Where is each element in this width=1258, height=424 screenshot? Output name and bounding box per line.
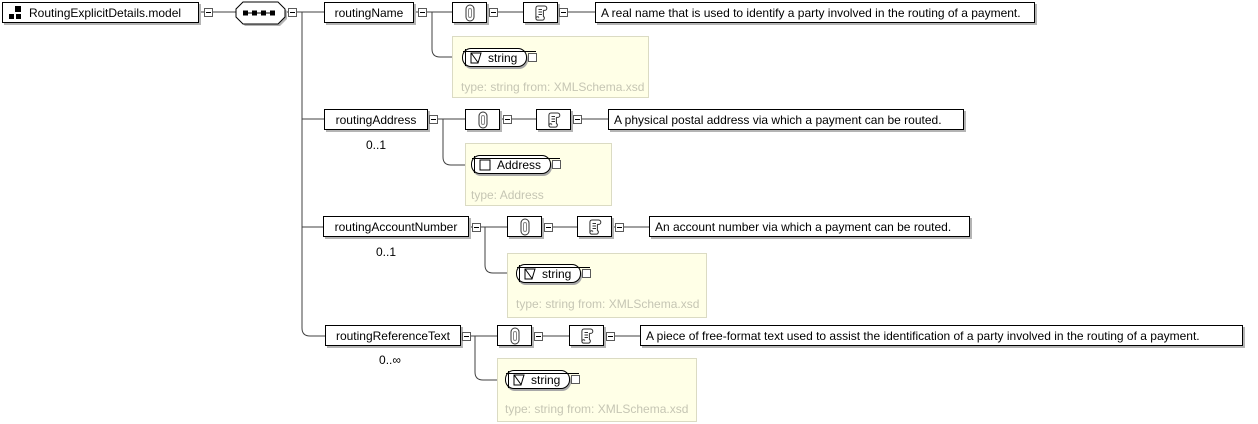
annotation-node[interactable] bbox=[507, 216, 542, 237]
element-label: routingReferenceText bbox=[335, 328, 451, 343]
type-panel bbox=[497, 358, 697, 422]
collapse-icon[interactable] bbox=[544, 223, 553, 232]
expand-icon[interactable] bbox=[552, 160, 562, 169]
collapse-icon[interactable] bbox=[462, 332, 471, 341]
sequence-dots-icon bbox=[243, 10, 275, 16]
collapse-icon[interactable] bbox=[489, 8, 498, 17]
sequence-indicator[interactable] bbox=[234, 0, 290, 28]
description-box[interactable]: A real name that is used to identify a p… bbox=[595, 2, 1035, 23]
type-caption: type: Address bbox=[471, 188, 544, 202]
type-pill-address[interactable]: Address bbox=[471, 155, 552, 174]
description-box[interactable]: A piece of free-format text used to assi… bbox=[640, 325, 1243, 346]
collapse-icon[interactable] bbox=[503, 115, 512, 124]
type-caption: type: string from: XMLSchema.xsd bbox=[505, 402, 689, 416]
type-panel bbox=[452, 36, 649, 98]
type-label: Address bbox=[497, 157, 542, 172]
type-panel bbox=[507, 253, 707, 318]
documentation-node[interactable] bbox=[536, 109, 571, 130]
collapse-icon[interactable] bbox=[615, 223, 624, 232]
type-caption: type: string from: XMLSchema.xsd bbox=[461, 80, 645, 94]
scroll-icon bbox=[588, 219, 601, 235]
type-pill-string[interactable]: string bbox=[505, 370, 571, 389]
annotation-node[interactable] bbox=[497, 325, 532, 346]
scroll-icon bbox=[534, 5, 547, 21]
element-label: routingAddress bbox=[335, 112, 417, 127]
type-label: string bbox=[488, 50, 518, 65]
occurrence-label: 0..1 bbox=[365, 138, 386, 152]
element-label: routingAccountNumber bbox=[334, 219, 458, 234]
type-label: string bbox=[531, 372, 561, 387]
type-pill-string[interactable]: string bbox=[462, 48, 528, 67]
annotation-node[interactable] bbox=[452, 2, 487, 23]
expand-icon[interactable] bbox=[571, 375, 581, 384]
collapse-icon[interactable] bbox=[418, 8, 427, 17]
expand-icon[interactable] bbox=[582, 269, 592, 278]
description-text: A real name that is used to identify a p… bbox=[601, 5, 1021, 20]
model-icon bbox=[9, 6, 22, 19]
type-label: string bbox=[542, 266, 572, 281]
expand-icon[interactable] bbox=[528, 53, 538, 62]
element-box-routing-address[interactable]: routingAddress bbox=[324, 109, 428, 130]
collapse-icon[interactable] bbox=[606, 332, 615, 341]
description-box[interactable]: A physical postal address via which a pa… bbox=[608, 109, 964, 130]
description-text: A piece of free-format text used to assi… bbox=[646, 328, 1200, 343]
simple-type-icon bbox=[524, 268, 536, 279]
collapse-icon[interactable] bbox=[288, 8, 297, 17]
description-text: An account number via which a payment ca… bbox=[655, 219, 952, 234]
occurrence-label: 0..∞ bbox=[379, 353, 401, 367]
root-model-box[interactable]: RoutingExplicitDetails.model bbox=[2, 2, 199, 23]
documentation-node[interactable] bbox=[569, 325, 604, 346]
paperclip-icon bbox=[478, 111, 487, 128]
scroll-icon bbox=[580, 328, 593, 344]
collapse-icon[interactable] bbox=[534, 332, 543, 341]
collapse-icon[interactable] bbox=[472, 223, 481, 232]
type-caption: type: string from: XMLSchema.xsd bbox=[516, 297, 700, 311]
type-panel bbox=[465, 143, 612, 206]
element-box-routing-reference-text[interactable]: routingReferenceText bbox=[325, 325, 461, 346]
element-box-routing-account-number[interactable]: routingAccountNumber bbox=[323, 216, 469, 237]
description-text: A physical postal address via which a pa… bbox=[614, 112, 942, 127]
type-pill-string[interactable]: string bbox=[516, 264, 582, 283]
simple-type-icon bbox=[470, 52, 482, 63]
collapse-icon[interactable] bbox=[573, 115, 582, 124]
collapse-icon[interactable] bbox=[204, 8, 213, 17]
documentation-node[interactable] bbox=[523, 2, 558, 23]
paperclip-icon bbox=[520, 218, 529, 235]
collapse-icon[interactable] bbox=[559, 8, 568, 17]
element-label: routingName bbox=[334, 5, 404, 20]
occurrence-label: 0..1 bbox=[375, 245, 396, 259]
collapse-icon[interactable] bbox=[429, 115, 438, 124]
root-model-label: RoutingExplicitDetails.model bbox=[29, 5, 182, 20]
paperclip-icon bbox=[465, 4, 474, 21]
description-box[interactable]: An account number via which a payment ca… bbox=[649, 216, 970, 237]
simple-type-icon bbox=[513, 374, 525, 385]
paperclip-icon bbox=[510, 327, 519, 344]
documentation-node[interactable] bbox=[577, 216, 612, 237]
scroll-icon bbox=[547, 112, 560, 128]
annotation-node[interactable] bbox=[465, 109, 500, 130]
element-box-routing-name[interactable]: routingName bbox=[324, 2, 414, 23]
complex-type-icon bbox=[479, 159, 491, 170]
